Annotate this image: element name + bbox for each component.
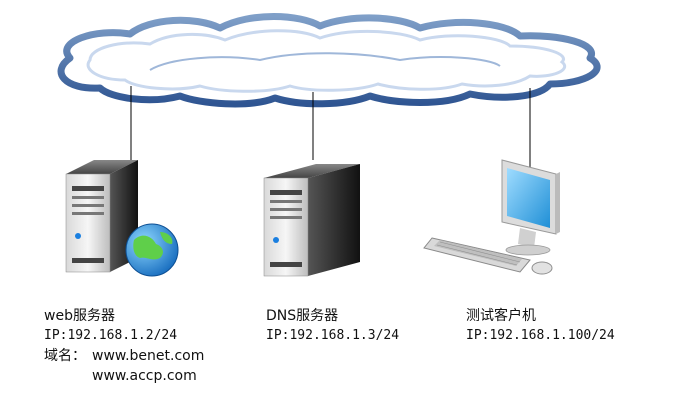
web-server-name: web服务器	[44, 308, 115, 324]
dns-server-ip: IP:192.168.1.3/24	[266, 328, 400, 343]
cloud-icon	[57, 13, 601, 108]
client-ip: IP:192.168.1.100/24	[466, 328, 615, 343]
client-name: 测试客户机	[466, 308, 536, 324]
computer-icon	[501, 159, 560, 256]
web-server-domain-2: www.accp.com	[92, 368, 197, 384]
mouse-icon	[531, 261, 553, 275]
web-server-domain-1: www.benet.com	[92, 348, 205, 364]
web-server-ip: IP:192.168.1.2/24	[44, 328, 178, 343]
web-server-domain-label: 域名：	[44, 348, 86, 364]
dns-server-name: DNS服务器	[266, 308, 339, 324]
globe-icon	[125, 223, 179, 277]
server-icon	[263, 164, 360, 277]
keyboard-icon	[423, 237, 531, 273]
